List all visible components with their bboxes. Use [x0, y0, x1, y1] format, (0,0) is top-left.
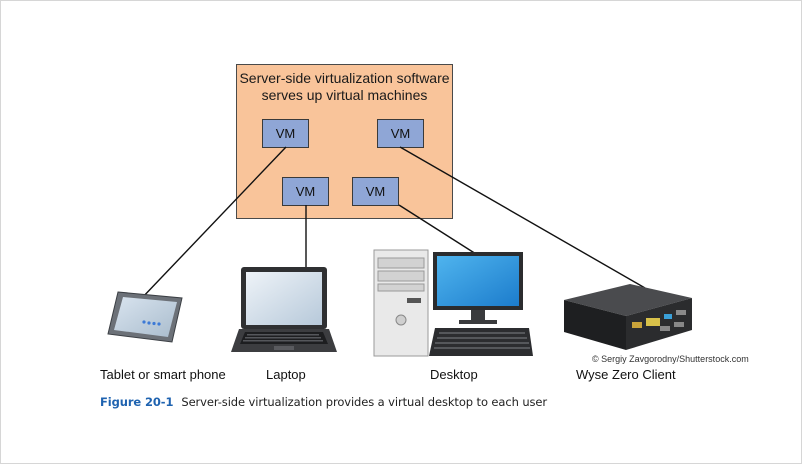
- server-title: Server-side virtualization software serv…: [239, 70, 450, 103]
- figure-caption: Figure 20-1 Server-side virtualization pr…: [100, 395, 547, 409]
- device-label-zero-client: Wyse Zero Client: [576, 367, 676, 382]
- figure-number: Figure 20-1: [100, 395, 174, 409]
- zero-client-icon: [564, 284, 692, 350]
- tablet-icon: [107, 291, 183, 343]
- device-label-laptop: Laptop: [266, 367, 306, 382]
- vm-box-4: VM: [352, 177, 399, 206]
- image-credit: © Sergiy Zavgorodny/Shutterstock.com: [592, 354, 749, 364]
- vm-box-2: VM: [377, 119, 424, 148]
- connection-line-zero-client: [399, 146, 646, 289]
- device-label-desktop: Desktop: [430, 367, 478, 382]
- connection-line-desktop: [398, 204, 477, 255]
- device-label-tablet: Tablet or smart phone: [100, 367, 226, 382]
- desktop-icon: [373, 249, 533, 357]
- connection-line-tablet: [139, 146, 287, 301]
- laptop-icon: [231, 267, 337, 352]
- vm-box-3: VM: [282, 177, 329, 206]
- figure-caption-text: Server-side virtualization provides a vi…: [181, 395, 548, 409]
